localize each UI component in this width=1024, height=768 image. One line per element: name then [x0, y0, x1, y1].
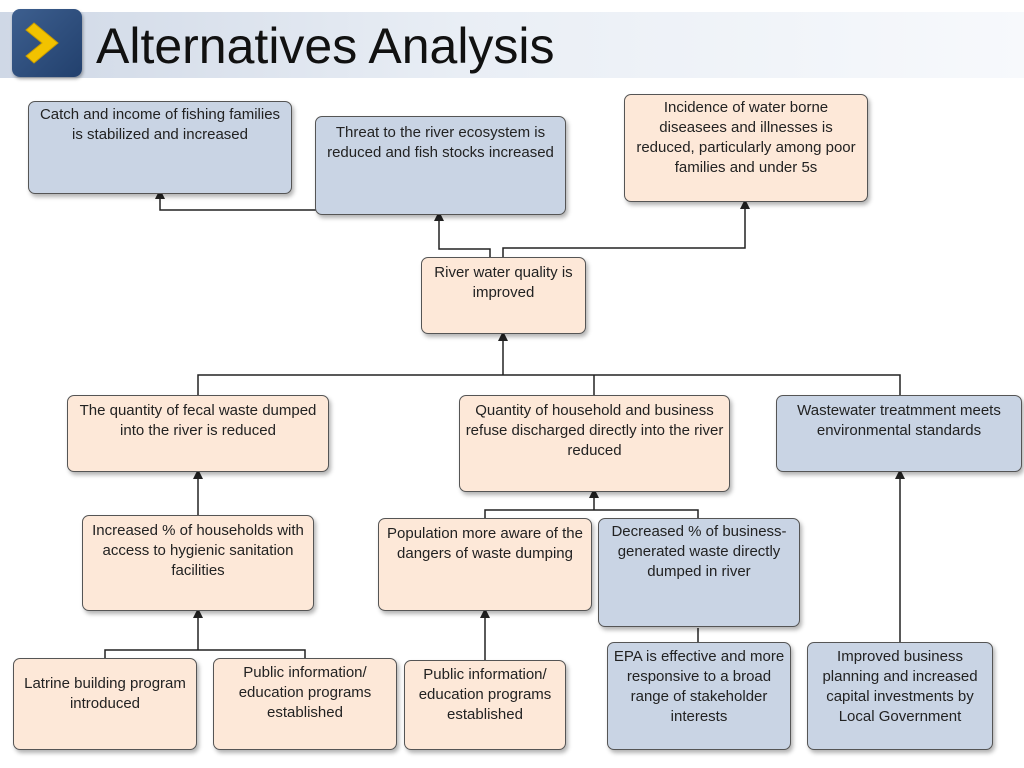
business-planning-node: Improved business planning and increased… — [807, 642, 993, 750]
chevron-right-icon — [12, 9, 82, 77]
river-quality-node: River water quality is improved — [421, 257, 586, 334]
population-aware-node: Population more aware of the dangers of … — [378, 518, 592, 611]
household-refuse-node: Quantity of household and business refus… — [459, 395, 730, 492]
title-bar — [0, 12, 1024, 78]
business-waste-node: Decreased % of business-generated waste … — [598, 518, 800, 627]
page-title: Alternatives Analysis — [96, 18, 555, 74]
fishing-income-node: Catch and income of fishing families is … — [28, 101, 292, 194]
public-info-node-2: Public information/ education programs e… — [404, 660, 566, 750]
river-ecosystem-node: Threat to the river ecosystem is reduced… — [315, 116, 566, 215]
latrine-program-node: Latrine building program introduced — [13, 658, 197, 750]
hygienic-sanitation-node: Increased % of households with access to… — [82, 515, 314, 611]
wastewater-treatment-node: Wastewater treatmment meets environmenta… — [776, 395, 1022, 472]
fecal-waste-node: The quantity of fecal waste dumped into … — [67, 395, 329, 472]
water-borne-disease-node: Incidence of water borne diseasees and i… — [624, 94, 868, 202]
epa-effective-node: EPA is effective and more responsive to … — [607, 642, 791, 750]
public-info-node-1: Public information/ education programs e… — [213, 658, 397, 750]
